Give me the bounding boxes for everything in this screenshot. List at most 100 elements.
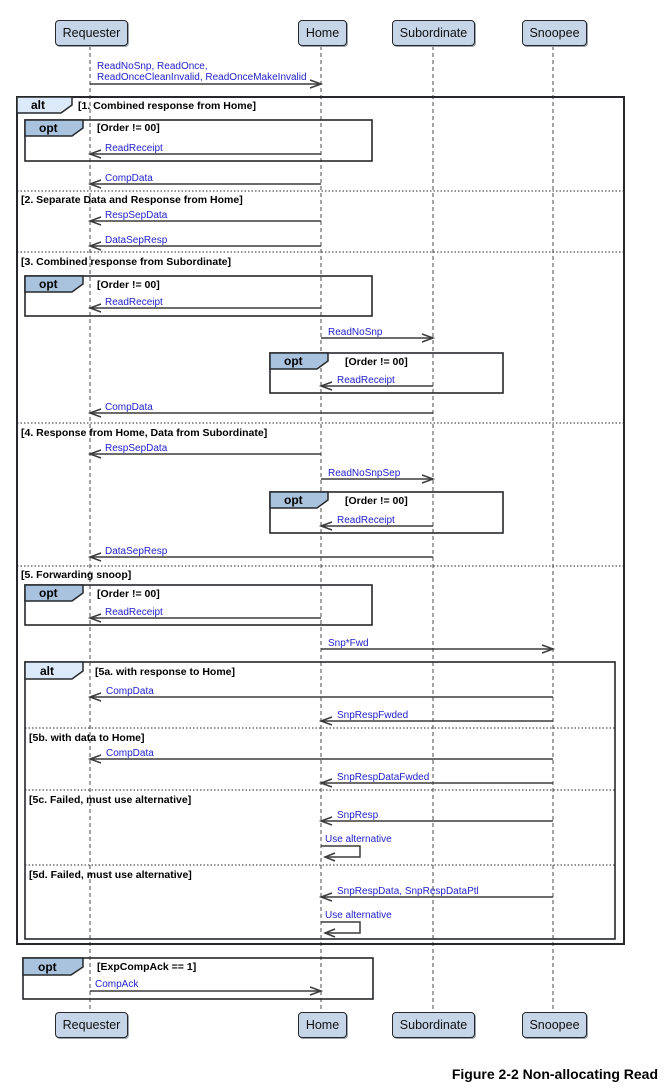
section-4: [4. Response from Home, Data from Subord… [21,427,268,439]
arrow-read-receipt-3 [318,381,433,391]
frames [16,96,625,1000]
guard-alt-1: [1. Combined response from Home] [78,100,256,112]
msg-comp-data-2: CompData [105,402,153,413]
operator-alt-inner: alt [40,664,55,678]
msg-comp-data-1: CompData [105,173,153,184]
arrow-snp-resp-fwded [318,716,553,726]
arrow-read-no-snp [321,333,436,343]
section-5d: [5d. Failed, must use alternative] [29,869,192,881]
frame-opt-1 [24,119,373,162]
tab-opt-6 [22,957,84,976]
arrow-snp-resp [318,816,553,826]
actor-home-bottom: Home [298,1012,347,1038]
operator-opt-6: opt [38,960,57,974]
guard-opt-6: [ExpCompAck == 1] [97,961,197,973]
section-5c: [5c. Failed, must use alternative] [29,794,192,806]
arrow-read-receipt-1 [87,149,321,159]
frame-alt-inner [24,661,616,940]
actor-subordinate-bottom: Subordinate [392,1012,475,1038]
msg-read-no-snp-sep: ReadNoSnpSep [328,468,401,479]
guard-opt-3: [Order != 00] [345,356,408,368]
msg-comp-data-4: CompData [106,748,154,759]
section-2: [2. Separate Data and Response from Home… [21,194,243,206]
msg-read-no-snp: ReadNoSnp [328,327,383,338]
guard-opt-2: [Order != 00] [97,279,160,291]
frame-opt-3 [269,352,504,394]
tab-opt-5 [24,584,84,602]
operator-opt-5: opt [39,586,58,600]
actor-label: Home [305,1018,340,1032]
arrow-read-receipt-5 [87,613,321,623]
arrow-resp-sep-data-2 [87,449,321,459]
msg-read-receipt-4: ReadReceipt [337,515,395,526]
arrow-request-to-home [90,79,324,89]
arrow-comp-data-4 [87,754,553,764]
arrow-comp-data-3 [87,692,553,702]
msg-request-line2: ReadOnceCleanInvalid, ReadOnceMakeInvali… [97,72,307,83]
frame-opt-4 [269,491,504,534]
guard-opt-1: [Order != 00] [97,122,160,134]
guard-opt-5: [Order != 00] [97,588,160,600]
msg-snp-fwd: Snp*Fwd [328,638,369,649]
msg-read-receipt-2: ReadReceipt [105,297,163,308]
arrow-read-receipt-4 [318,521,433,531]
msg-snp-resp-fwded: SnpRespFwded [337,710,409,721]
msg-use-alternative-2: Use alternative [325,910,392,921]
msg-snp-resp-data-ptl: SnpRespData, SnpRespDataPtl [337,886,479,897]
msg-read-receipt-5: ReadReceipt [105,607,163,618]
msg-read-receipt-3: ReadReceipt [337,375,395,386]
actor-label: Subordinate [399,1018,468,1032]
frame-alt-outer [16,96,625,945]
arrow-comp-data-1 [87,179,321,189]
tab-opt-4 [269,491,329,509]
section-5: [5. Forwarding snoop] [21,569,132,581]
actor-requester-bottom: Requester [55,1012,128,1038]
tab-opt-1 [24,119,84,137]
actor-home-top: Home [298,20,347,46]
msg-data-sep-resp-1: DataSepResp [105,235,168,246]
arrow-snp-resp-data-ptl [318,892,553,902]
msg-resp-sep-data-2: RespSepData [105,443,168,454]
msg-snp-resp: SnpResp [337,810,379,821]
figure-caption: Figure 2-2 Non-allocating Read [451,1066,658,1082]
arrow-read-no-snp-sep [321,474,436,484]
guard-opt-4: [Order != 00] [345,495,408,507]
operator-opt-1: opt [39,121,58,135]
actor-label: Home [305,26,340,40]
operator-alt-outer: alt [31,98,46,112]
tab-alt-outer [16,96,73,114]
actor-label: Subordinate [399,26,468,40]
section-5b: [5b. with data to Home] [29,732,145,744]
actor-label: Requester [62,26,121,40]
operator-tabs [16,96,329,976]
msg-use-alternative-1: Use alternative [325,834,392,845]
actor-label: Requester [62,1018,121,1032]
frame-opt-6 [22,957,374,1000]
arrow-snp-resp-data-fwded [318,778,553,788]
arrow-data-sep-resp-2 [87,552,433,562]
msg-data-sep-resp-2: DataSepResp [105,546,168,557]
actor-subordinate-top: Subordinate [392,20,475,46]
arrows [87,79,556,996]
arrow-use-alternative-2 [321,921,361,938]
actor-snoopee-top: Snoopee [522,20,587,46]
arrow-comp-data-2 [87,408,433,418]
msg-resp-sep-data-1: RespSepData [105,210,168,221]
lifelines [89,46,554,1012]
frame-opt-5 [24,584,373,626]
arrow-data-sep-resp-1 [87,241,321,251]
msg-comp-data-3: CompData [106,686,154,697]
arrow-resp-sep-data-1 [87,216,321,226]
operator-opt-4: opt [284,493,303,507]
msg-read-receipt-1: ReadReceipt [105,143,163,154]
msg-snp-resp-data-fwded: SnpRespDataFwded [337,772,430,783]
actor-requester-top: Requester [55,20,128,46]
arrow-comp-ack [90,986,324,996]
guard-alt-5a: [5a. with response to Home] [95,666,236,678]
section-3: [3. Combined response from Subordinate] [21,256,232,268]
msg-request-line1: ReadNoSnp, ReadOnce, [97,61,208,72]
operator-opt-3: opt [284,354,303,368]
dividers [17,190,624,866]
